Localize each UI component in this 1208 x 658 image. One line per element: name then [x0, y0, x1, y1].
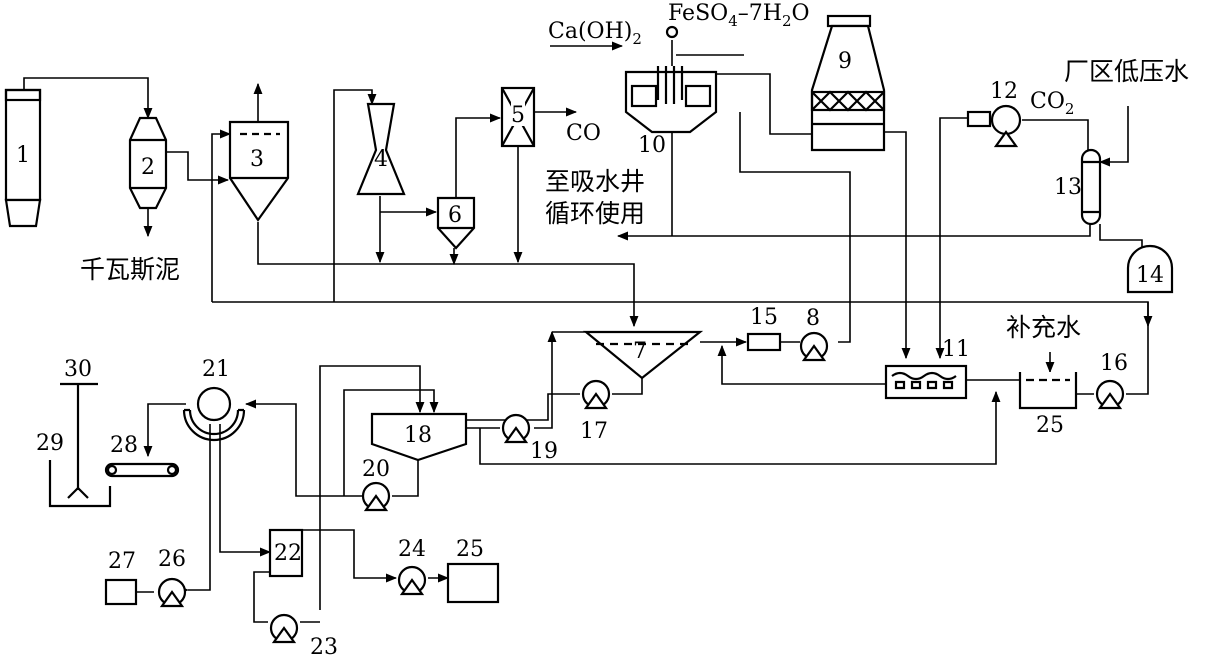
equipment-26-pump: [157, 577, 187, 608]
label-27: 27: [108, 549, 136, 574]
label-14: 14: [1136, 263, 1164, 288]
label-6: 6: [448, 203, 462, 228]
label-26: 26: [158, 547, 186, 572]
equipment-labels: 1 2 3 4 5 6 7 8 9 10 11 12 13 14 15 16 1…: [16, 49, 1164, 658]
label-20: 20: [362, 457, 390, 482]
label-10: 10: [638, 133, 666, 158]
label-8: 8: [806, 306, 820, 331]
equipment-28-belt-conveyor: [104, 462, 180, 478]
equipment-21-vacuum-filter: [182, 386, 246, 442]
co2-label: CO2: [1030, 89, 1074, 118]
label-29: 29: [36, 431, 64, 456]
caoh2-label: Ca(OH)2: [548, 19, 642, 48]
equipment-6-cyclone: [436, 196, 476, 250]
label-3: 3: [250, 147, 264, 172]
label-13: 13: [1054, 175, 1082, 200]
equipment-13-vessel: [1080, 148, 1102, 226]
label-9: 9: [838, 49, 852, 74]
equipment-11-tank: [884, 364, 968, 400]
label-23: 23: [310, 635, 338, 658]
label-22: 22: [274, 541, 302, 566]
equipment-2-dust-catcher: [128, 116, 168, 210]
label-17: 17: [580, 419, 608, 444]
equipment-19-pump: [501, 413, 531, 444]
equipment-17-pump: [581, 379, 611, 410]
makeup-water-label: 补充水: [1006, 313, 1081, 342]
label-15: 15: [750, 305, 778, 330]
label-7: 7: [633, 339, 647, 364]
equipment-16-pump: [1095, 379, 1125, 410]
label-12: 12: [990, 79, 1018, 104]
equipment-15-box: [746, 332, 782, 352]
equipment-4-venturi: [356, 102, 406, 196]
equipment-10-reaction-tank: [624, 25, 718, 134]
equipment-25-box: [446, 562, 500, 604]
annotations: 千瓦斯泥 至吸水井 循环使用 厂区低压水 补充水 CO Ca(OH)2 FeSO…: [80, 1, 1189, 342]
equipment-5-filter: [500, 86, 536, 148]
label-11: 11: [942, 337, 970, 362]
equipment-25-water-tank: [1018, 372, 1078, 410]
equipment-23-pump: [269, 613, 299, 644]
label-5: 5: [511, 103, 525, 128]
co-label: CO: [566, 121, 601, 146]
label-1: 1: [16, 143, 30, 168]
sludge-label: 千瓦斯泥: [80, 255, 180, 284]
pipelines: [23, 40, 1153, 623]
label-2: 2: [141, 155, 155, 180]
to-well-label-line2: 循环使用: [545, 199, 645, 228]
label-19: 19: [530, 439, 558, 464]
feso4-label: FeSO4–7H2O: [668, 1, 810, 30]
label-30: 30: [64, 357, 92, 382]
equipment-3-scrubber: [228, 120, 290, 222]
equipment-20-pump: [361, 481, 391, 512]
equipment-8-pump: [799, 331, 829, 362]
label-4: 4: [374, 147, 388, 172]
equipment-14-tank: [1126, 244, 1174, 294]
label-21: 21: [202, 357, 230, 382]
label-24: 24: [398, 537, 426, 562]
equipment-7-thickener: [582, 330, 704, 380]
equipment-9-cooling-tower: [810, 14, 886, 152]
label-25b: 25: [1036, 413, 1064, 438]
equipment-24-pump: [397, 565, 427, 596]
equipment-27-box: [104, 578, 138, 606]
label-18: 18: [404, 423, 432, 448]
equipment-29-30-mixer-pit: [48, 382, 112, 508]
equipment-1-blast-furnace-column: [4, 88, 42, 228]
label-28: 28: [110, 433, 138, 458]
equipment-22-receiver: [268, 528, 304, 578]
equipment-18-thickener: [370, 412, 468, 462]
equipment-12-fan: [966, 104, 1022, 148]
to-well-label-line1: 至吸水井: [545, 167, 645, 196]
low-pressure-water-label: 厂区低压水: [1064, 57, 1189, 86]
label-25a: 25: [456, 537, 484, 562]
label-16: 16: [1100, 351, 1128, 376]
